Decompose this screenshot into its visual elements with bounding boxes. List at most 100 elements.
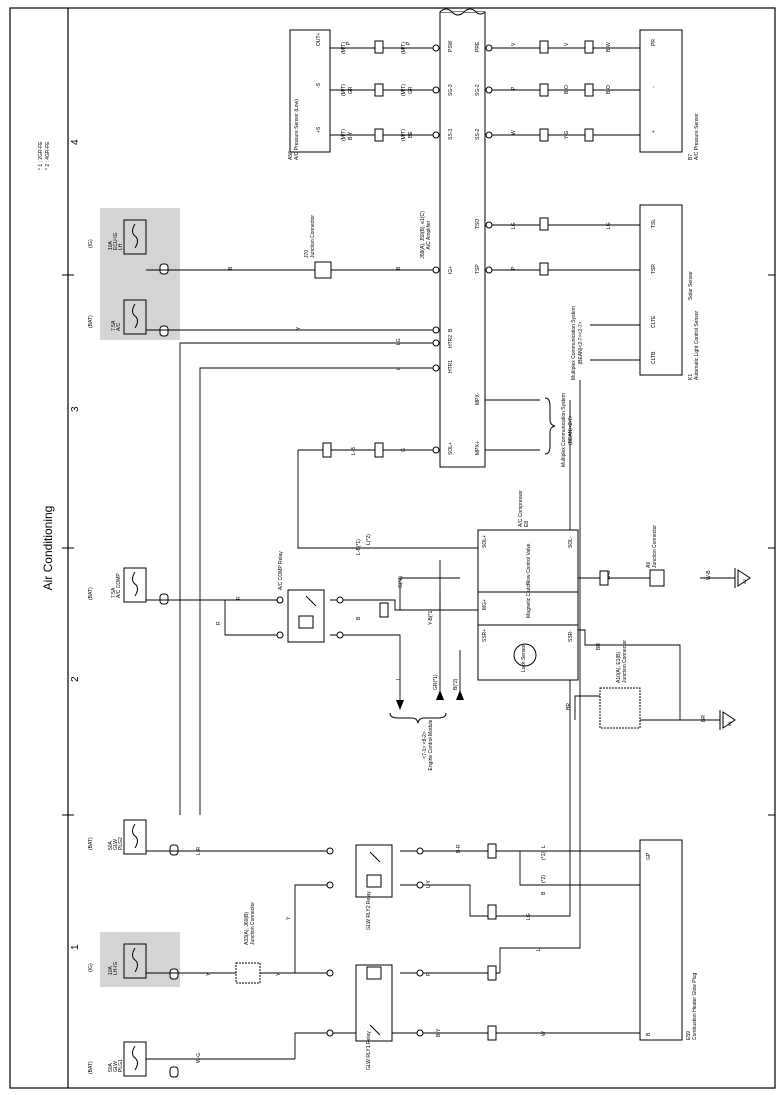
fuse-ac-comp-label: A/C COMP bbox=[116, 573, 122, 598]
mag-clutch-label: Magnetic Clutch bbox=[526, 582, 532, 618]
wire-v-2: V bbox=[511, 42, 517, 46]
fuse-glw-plg1-label-2: PLG1 bbox=[118, 1059, 124, 1072]
fuse-ecu-ig-lh: 10A ECU-IG LH (IG) bbox=[88, 219, 147, 255]
fuse-glw-plg1-source: (BAT) bbox=[88, 1061, 94, 1074]
fuse-lh-ig-rating: 10A bbox=[108, 965, 114, 975]
combustion-heater-glow-plug: E59 Combustion Heater Glow Plug GP B bbox=[639, 839, 698, 1041]
light-control-code: K1 bbox=[688, 374, 694, 380]
comp-pin-solp: SOL+ bbox=[482, 535, 488, 548]
fuse-ac-comp-source: (BAT) bbox=[88, 587, 94, 600]
wire-g2: G(*2) bbox=[398, 576, 404, 588]
wire-r-2: R bbox=[216, 621, 222, 625]
fuse-lh-ig: 10A LH-IG (IG) bbox=[88, 943, 147, 979]
wire-bo-2: B-O bbox=[606, 85, 612, 94]
fuse-glw-plg2: 50A GLW PLG2 (BAT) bbox=[88, 819, 147, 855]
inline-connectors bbox=[322, 40, 609, 1041]
amp-pin-htr1: HTR1 bbox=[448, 360, 454, 373]
jc-j70-code: J70 bbox=[304, 250, 310, 258]
mpx-code-2: (BEAN)<2-7><2-7> bbox=[578, 321, 584, 364]
junction-connector-j70: J70 Junction Connector bbox=[304, 215, 332, 279]
fuse-lh-ig-label: LH-IG bbox=[113, 962, 119, 975]
junction-connector-a9: A9 Junction Connector bbox=[646, 525, 665, 587]
light-control-name: Automatic Light Control Sensor bbox=[694, 310, 700, 380]
ecm-code: <7-1> <8-2> bbox=[422, 731, 428, 759]
wire-l2: L(*2) bbox=[366, 534, 372, 545]
ground-a2: A2 bbox=[734, 568, 751, 588]
wire-wg: W-G bbox=[196, 1053, 202, 1063]
solar-pin-tsl: TSL bbox=[651, 219, 657, 228]
glow-plug-name: Combustion Heater Glow Plug bbox=[692, 973, 698, 1040]
wire-wb: W-B bbox=[606, 570, 612, 580]
jc-j70-name: Junction Connector bbox=[310, 215, 316, 258]
amp-pin-ig: IG+ bbox=[448, 266, 454, 274]
jc-a10-name: Junction Connector bbox=[622, 640, 628, 683]
fuse-glw-plg1-rating: 50A bbox=[108, 1062, 114, 1072]
wire-be: BE bbox=[408, 131, 414, 138]
fuse-glw-plg2-label: GLW bbox=[113, 839, 119, 850]
ground-e1: E1 bbox=[719, 710, 736, 730]
ground-e1-label: E1 bbox=[727, 720, 732, 726]
jc-a10-code: A10(A), E1(B) bbox=[616, 652, 622, 683]
fuse-ecu-ig-lh-label: ECU-IG bbox=[113, 232, 119, 250]
mpx-name-2: Multiplex Communication System bbox=[571, 306, 577, 380]
pressure-name: A/C Pressure Sensor bbox=[694, 113, 700, 160]
wire-l-2: L bbox=[396, 677, 402, 680]
wire-lg-4: LG bbox=[526, 913, 532, 920]
amp-pin-sol: SOL+ bbox=[448, 442, 454, 455]
wire-mt-2: (M/T) bbox=[401, 42, 407, 54]
wire-s2: (*2) bbox=[541, 875, 547, 883]
wire-w-2: W bbox=[541, 1031, 547, 1036]
compressor-code: E8 bbox=[524, 521, 530, 527]
wire-r-1: R bbox=[236, 596, 242, 600]
comp-pin-mgp: MG+ bbox=[482, 599, 488, 610]
wire-bb-3: B bbox=[356, 616, 362, 620]
amp-pin-tsp: TSP bbox=[475, 264, 481, 274]
wire-by-2: B-Y bbox=[436, 1028, 442, 1037]
column-number-2: 2 bbox=[70, 676, 81, 682]
wire-mt-4: (M/T) bbox=[401, 84, 407, 96]
wire-lb: L-B bbox=[351, 447, 357, 455]
jc-a33-code: A33(A), J60(B) bbox=[244, 912, 250, 945]
amp-pin-sg2: SG-2 bbox=[475, 84, 481, 96]
wire-by-1: B-Y bbox=[348, 131, 354, 140]
column-number-1: 1 bbox=[70, 944, 81, 950]
fuse-ecu-ig-lh-source: (IG) bbox=[88, 239, 94, 248]
amp-pin-pre: PRE bbox=[475, 41, 481, 52]
wire-l-1: L bbox=[396, 367, 402, 370]
wire-lg-2: LG bbox=[606, 222, 612, 229]
ig-fuse-group-bg bbox=[100, 932, 180, 987]
compressor-name: A/C Compressor bbox=[518, 490, 524, 527]
wire-lg-3: LG bbox=[396, 338, 402, 345]
wire-wb-2: W-B bbox=[706, 570, 712, 580]
wire-bb-4: B bbox=[541, 891, 547, 895]
lock-sensor-label: Lock Sensor bbox=[521, 644, 527, 672]
fuse-ac-comp-rating: 7.5A bbox=[111, 587, 117, 598]
solar-pin-cltb: CLTB bbox=[651, 351, 657, 364]
ac-pressure-sensor-low: A56 A/C Pressure Sensor (Low) OUT+ -S +S bbox=[288, 29, 331, 160]
wire-mt-1: (M/T) bbox=[341, 42, 347, 54]
wire-l-4: L bbox=[536, 948, 542, 951]
bat-fuse-group-bg bbox=[100, 208, 180, 340]
wire-lr: L-R bbox=[196, 847, 202, 855]
wire-mt-3: (M/T) bbox=[341, 84, 347, 96]
fuse-glw-plg2-label-2: PLG2 bbox=[118, 837, 124, 850]
relay2-name: GLW RLY2 Relay bbox=[366, 891, 372, 930]
wire-bb-1: B bbox=[228, 266, 234, 270]
multiplex-labels: Multiplex Communication System (BEAN)<2-… bbox=[544, 306, 584, 467]
ac-comp-relay: A/C COMP Relay bbox=[278, 551, 325, 643]
mpx-name-1: Multiplex Communication System bbox=[561, 393, 567, 467]
wire-bw: B-W bbox=[606, 42, 612, 52]
pressure-pin-pr: PR bbox=[651, 39, 657, 46]
pressure-low-pin-minus: -S bbox=[316, 82, 322, 88]
wiring-lines bbox=[146, 47, 735, 1060]
column-number-3: 3 bbox=[70, 406, 81, 412]
wire-p-2: P bbox=[406, 41, 412, 45]
amp-pin-htr2: HTR2 bbox=[448, 335, 454, 348]
solar-sensor: Solar Sensor K1 Automatic Light Control … bbox=[639, 204, 700, 380]
glow-plug-pin-gp: GP bbox=[646, 852, 652, 860]
wire-brr: B-R bbox=[456, 844, 462, 853]
comp-pin-ssrp: SSR+ bbox=[482, 629, 488, 642]
amp-pin-b: B bbox=[448, 328, 454, 332]
ecm-name: Engine Control Module bbox=[428, 719, 434, 770]
